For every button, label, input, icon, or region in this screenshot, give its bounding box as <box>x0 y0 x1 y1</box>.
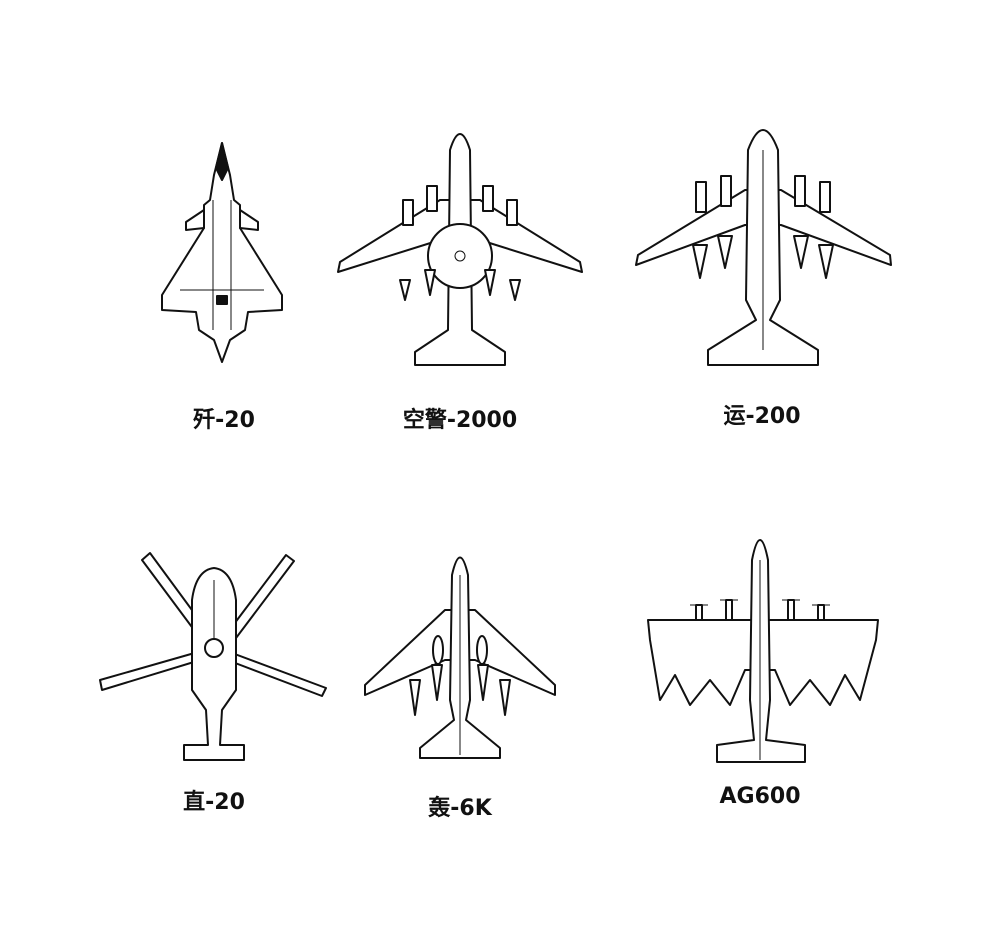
label-ag600: AG600 <box>719 784 801 809</box>
kj2000-drawing <box>337 133 583 366</box>
label-z20: 直-20 <box>183 790 245 815</box>
ag600-drawing <box>647 539 879 763</box>
h6k-drawing <box>364 556 556 759</box>
label-y20: 运-200 <box>723 404 801 429</box>
label-kj2000: 空警-2000 <box>402 408 518 433</box>
label-h6k: 轰-6K <box>428 796 492 821</box>
y20-drawing <box>635 129 892 366</box>
label-j20: 歼-20 <box>193 408 255 433</box>
z20-drawing <box>99 552 327 761</box>
j20-drawing <box>161 142 283 363</box>
